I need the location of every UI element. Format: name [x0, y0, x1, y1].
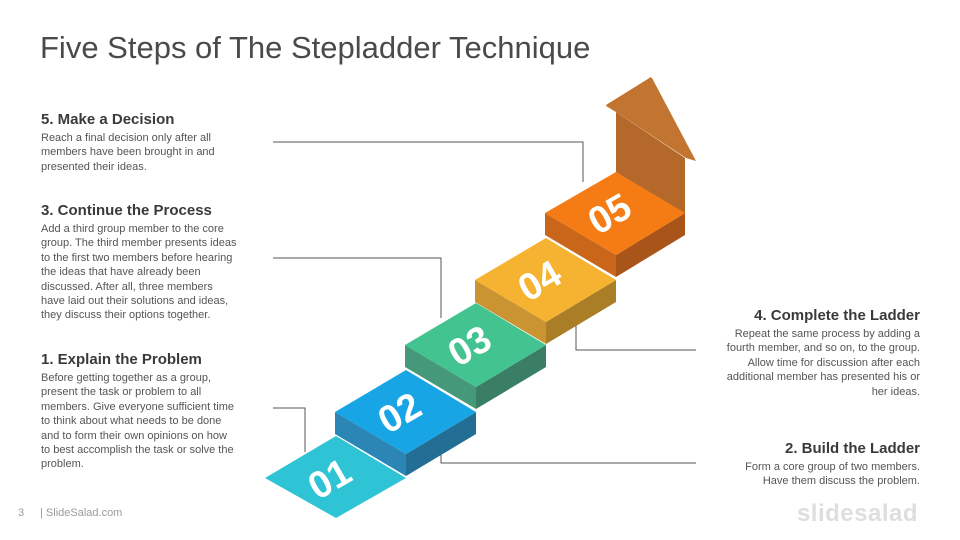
step-4-text: Repeat the same process by adding a four…	[726, 328, 920, 398]
step-2-title: 2. Build the Ladder	[784, 440, 920, 457]
connector-step-2	[440, 438, 696, 464]
step-04-riser	[475, 280, 546, 344]
connector-step-5	[273, 141, 584, 182]
slide-title: Five Steps of The Stepladder Technique	[40, 30, 591, 65]
brand-logo: slidesalad	[796, 500, 918, 527]
step-4-block: 4. Complete the Ladder Repeat the same p…	[690, 307, 920, 399]
connector-step-3	[273, 257, 442, 318]
step-02-top	[335, 370, 476, 454]
step-05-riser	[545, 213, 616, 277]
step-02-side	[406, 412, 476, 476]
step-3-title: 3. Continue the Process	[41, 202, 212, 219]
step-03-side	[476, 345, 546, 409]
step-5-block: 5. Make a Decision Reach a final decisio…	[41, 111, 271, 174]
step-03-riser	[405, 345, 476, 409]
step-4-title: 4. Complete the Ladder	[754, 307, 920, 324]
step-2-block: 2. Build the Ladder Form a core group of…	[690, 440, 920, 489]
step-1-text: Before getting together as a group, pres…	[41, 372, 234, 471]
arrow-head-fill	[606, 78, 696, 161]
connector-step-1	[273, 407, 306, 452]
arrow-shaft	[616, 112, 685, 215]
step-1-block: 1. Explain the Problem Before getting to…	[41, 351, 271, 472]
step-02-riser	[335, 412, 406, 476]
step-3-block: 3. Continue the Process Add a third grou…	[41, 202, 271, 323]
step-5-text: Reach a final decision only after all me…	[41, 132, 215, 173]
page-number: 3	[18, 507, 25, 519]
step-05-top	[545, 172, 685, 255]
step-03-top	[405, 303, 546, 387]
step-3-text: Add a third group member to the core gro…	[41, 223, 237, 322]
step-05-side	[616, 213, 685, 277]
step-01-top	[265, 436, 406, 518]
step-04-side	[546, 280, 616, 344]
footer-site: | SlideSalad.com	[40, 507, 123, 519]
step-1-title: 1. Explain the Problem	[41, 351, 202, 368]
step-04-top	[475, 238, 616, 322]
step-5-title: 5. Make a Decision	[41, 111, 175, 128]
step-2-text: Form a core group of two members. Have t…	[745, 461, 920, 488]
